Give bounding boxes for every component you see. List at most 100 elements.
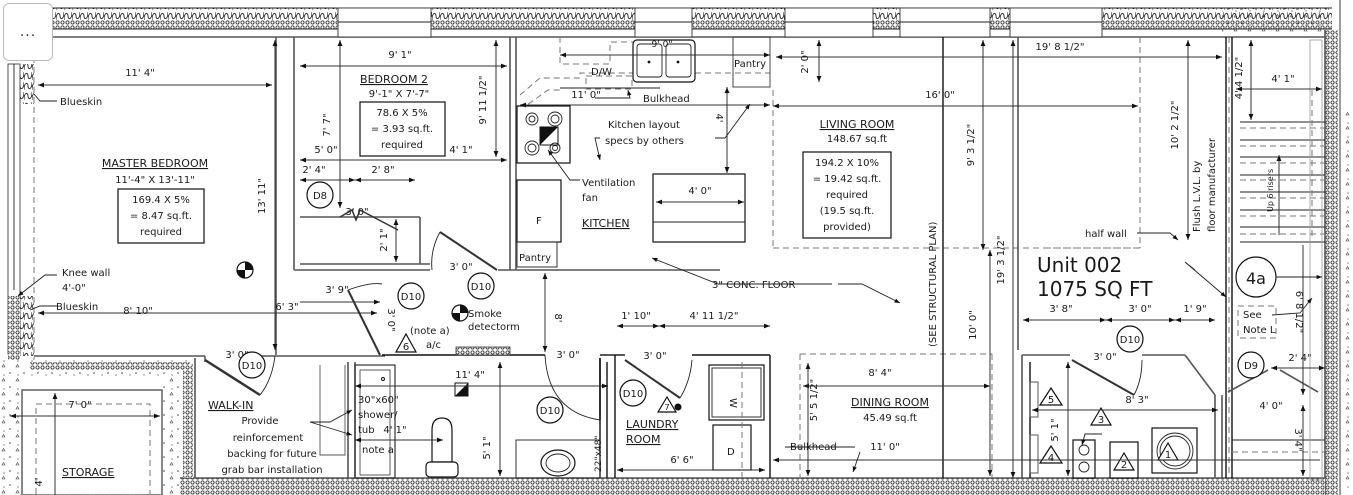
- dim-label: 5' 5 1/2": [809, 379, 820, 422]
- dim-label: 13' 11": [257, 178, 268, 214]
- calc-line: = 8.47 sq.ft.: [130, 211, 192, 222]
- laundry-fixtures: [708, 362, 765, 478]
- note-bulkhead-top: Bulkhead: [643, 94, 690, 105]
- dim-label: 2' 4": [302, 165, 325, 176]
- label-dishwasher: D/W: [591, 67, 612, 78]
- room-title-bed2: BEDROOM 2: [360, 73, 428, 86]
- dim-label: 8': [552, 313, 563, 322]
- room-size-master: 11'-4" X 13'-11": [115, 175, 195, 186]
- note-flush-lvl: Flush L.V.L. by: [1192, 161, 1203, 232]
- note-tub: tub: [358, 425, 375, 436]
- room-size-dining: 45.49 sq.ft: [863, 413, 917, 424]
- note-floor-manufacturer: floor manufacturer: [1207, 137, 1218, 232]
- dim-label: 4': [34, 477, 45, 486]
- calc-line: 194.2 X 10%: [815, 158, 879, 169]
- dim-label: 4' 1": [383, 425, 406, 436]
- door-tag-d10: D10: [1120, 335, 1140, 346]
- sink-vanity: [540, 449, 576, 477]
- window-calc-box-bed2: [359, 101, 446, 157]
- dim-label: 4' 0": [1259, 401, 1282, 412]
- window-calc-box-living: [802, 151, 892, 239]
- room-size-living: 148.67 sq.ft: [827, 134, 887, 145]
- note-grab-bar: grab bar installation: [221, 465, 322, 476]
- note-see: See: [1243, 310, 1262, 321]
- unit-name: Unit 002: [1037, 253, 1122, 277]
- note-knee-wall-height: 4'-0": [62, 283, 86, 294]
- calc-line: = 3.93 sq.ft.: [371, 124, 433, 135]
- room-title-kitchen: KITCHEN: [582, 217, 630, 230]
- dim-label: 3' 0": [643, 351, 666, 362]
- see-note-box: [1237, 305, 1277, 339]
- dim-label: 5' 1": [1050, 418, 1061, 441]
- keynote-triangles: [394, 332, 1180, 471]
- dim-label: 4' 11 1/2": [690, 311, 739, 322]
- note-a: (note a): [410, 326, 450, 337]
- keynote-7: 7: [664, 403, 669, 412]
- dim-label: 10' 0": [968, 310, 979, 340]
- storage-room: [21, 389, 163, 495]
- dim-label: 6' 6": [670, 455, 693, 466]
- door-tag-d9: D9: [1244, 361, 1258, 372]
- dim-label: 3' 0": [449, 262, 472, 273]
- dim-label: 9' 1": [388, 50, 411, 61]
- window-calc-box-master: [117, 188, 205, 244]
- dim-label: 19' 8 1/2": [1036, 42, 1085, 53]
- note-knee-wall: Knee wall: [62, 268, 110, 279]
- unit-area: 1075 SQ FT: [1037, 277, 1153, 301]
- note-blueskin-top: Blueskin: [60, 97, 102, 108]
- note-see-structural: (SEE STRUCTURAL PLAN): [928, 222, 939, 347]
- dim-label: 4' 1": [449, 145, 472, 156]
- dim-label: 7' 7": [322, 113, 333, 136]
- dim-label: 8' 4": [868, 368, 891, 379]
- dim-label: 4' 4 1/2": [1234, 57, 1245, 100]
- room-title-laundry: LAUNDRY: [626, 418, 679, 431]
- label-vanity: 22"x48": [594, 435, 604, 472]
- more-options-button[interactable]: ...: [3, 3, 53, 61]
- bath-fixtures: [319, 364, 601, 479]
- calc-line: required: [140, 227, 182, 238]
- keynote-3: 3: [1098, 415, 1104, 426]
- door-tag-d10: D10: [242, 361, 262, 372]
- toilet: [425, 417, 459, 478]
- exterior-wall-right: [1324, 0, 1353, 495]
- calc-line: provided): [823, 222, 871, 233]
- dim-label: 8' 3": [1125, 395, 1148, 406]
- note-shower: shower/: [358, 410, 398, 421]
- note-l: Note L: [1243, 325, 1276, 336]
- labels: MASTER BEDROOM 11'-4" X 13'-11" 169.4 X …: [34, 40, 1312, 487]
- supply-grille: [455, 346, 511, 356]
- room-title-storage: STORAGE: [62, 466, 114, 479]
- note-kitchen-layout: Kitchen layout: [608, 120, 680, 131]
- keynote-1: 1: [1165, 450, 1171, 461]
- dim-label: 3' 0": [556, 350, 579, 361]
- dim-label: 11' 4": [455, 370, 485, 381]
- dim-label: 3' 0": [385, 308, 396, 331]
- note-blueskin-bottom: Blueskin: [56, 302, 98, 313]
- note-shower-size: 30"x60": [358, 395, 399, 406]
- leader-lines: [17, 89, 1322, 473]
- label-washer: W: [727, 398, 738, 408]
- kitchen-fixtures: [516, 36, 771, 268]
- dim-label: 9' 0": [652, 40, 673, 50]
- dim-label: 9' 11 1/2": [478, 76, 489, 125]
- dim-label: 3' 0": [1093, 352, 1116, 363]
- dim-label: 11' 0": [870, 442, 900, 453]
- note-provide: Provide: [241, 416, 278, 427]
- calc-line: required: [381, 140, 423, 151]
- dim-label: 11' 0": [571, 90, 601, 101]
- calc-line: 78.6 X 5%: [376, 108, 427, 119]
- note-bulkhead-bottom: Bulkhead: [790, 442, 837, 453]
- dimension-lines: [10, 40, 1325, 495]
- dim-label: 16' 0": [925, 90, 955, 101]
- note-smoke: Smoke: [468, 309, 502, 320]
- exterior-wall-left: [7, 37, 35, 360]
- door-tag-d10: D10: [401, 292, 421, 303]
- door-tags: [238, 181, 1277, 424]
- dim-label: 4': [713, 113, 724, 122]
- dim-label: 6' 3": [275, 302, 298, 313]
- calc-line: required: [826, 190, 868, 201]
- calc-line: 169.4 X 5%: [132, 195, 190, 206]
- keynote-5: 5: [1048, 395, 1054, 406]
- door-swings: [204, 208, 1143, 421]
